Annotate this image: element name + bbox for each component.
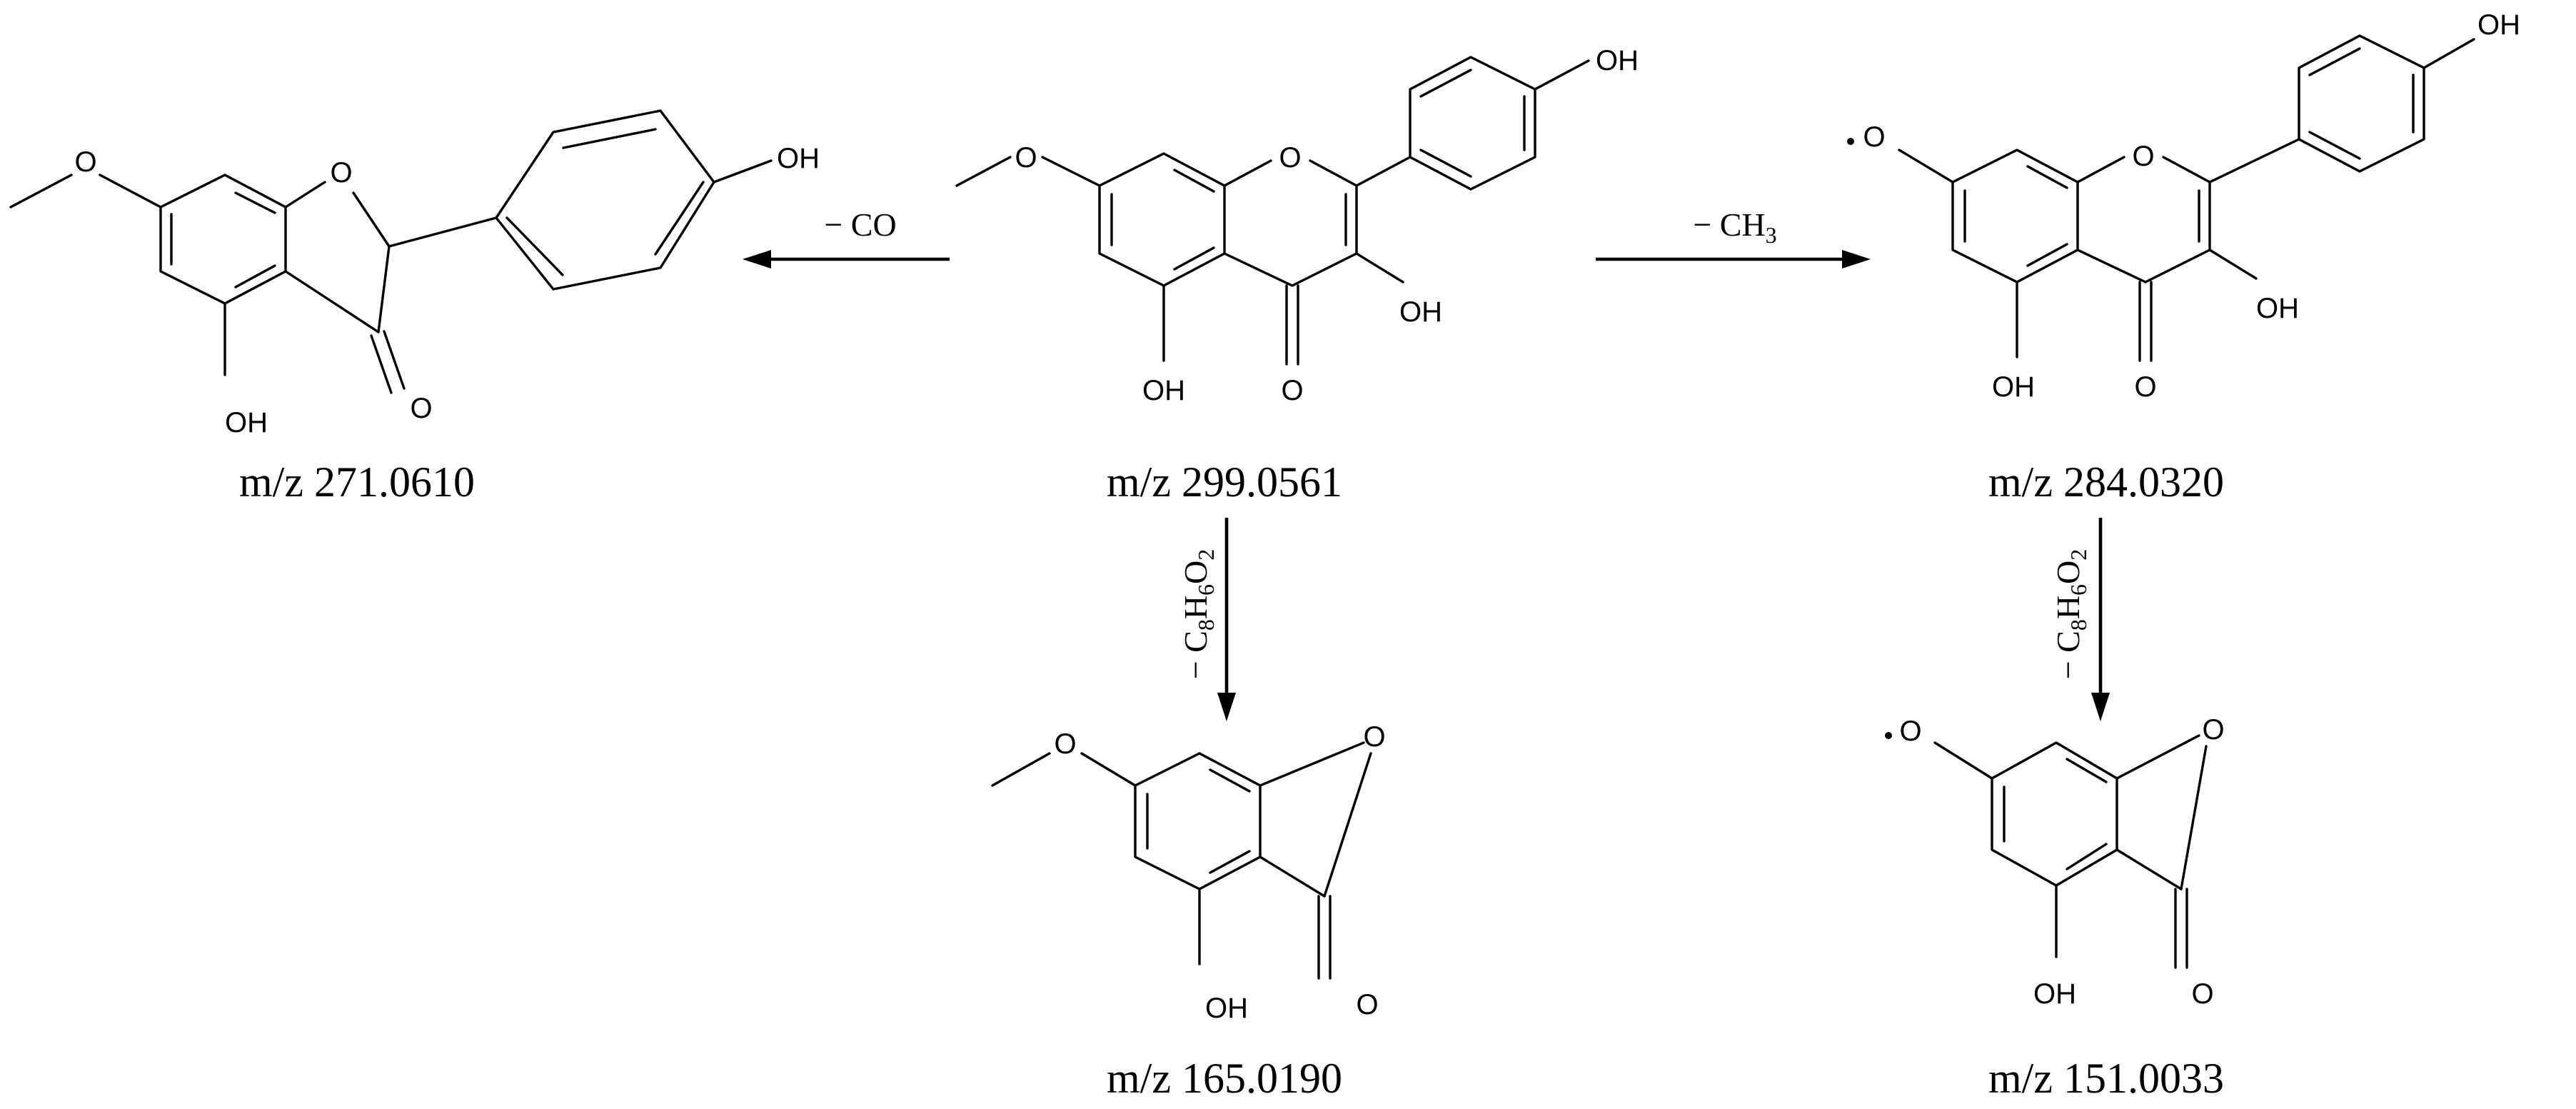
radical-dot	[1847, 138, 1854, 145]
atom-label: OH	[2256, 293, 2299, 324]
atom-label: O	[1054, 728, 1076, 760]
atom-label: O	[1015, 142, 1037, 174]
mz-label-parent-fragment: m/z 165.0190	[1107, 1055, 1342, 1102]
atom-label: OH	[1992, 371, 2035, 403]
atom-label: OH	[1142, 375, 1185, 406]
loss-label-c8h6o2-left: − C8H6O2	[1177, 549, 1219, 680]
parent-labels: O O O OH OH OH	[1015, 45, 1639, 406]
radical-fragment-labels: O O O OH	[1885, 714, 2225, 1010]
mz-label-radical-fragment: m/z 151.0033	[1988, 1055, 2224, 1102]
atom-label: OH	[2033, 978, 2076, 1010]
atom-label: O	[1356, 989, 1378, 1020]
parent-fragment-structure	[991, 741, 1372, 980]
mz-label-parent: m/z 299.0561	[1107, 458, 1342, 506]
arrow-loss-c8h6o2-right	[2091, 518, 2110, 721]
atom-label: O	[410, 393, 432, 424]
atom-label: O	[1899, 716, 1921, 747]
atom-label: O	[2191, 978, 2213, 1010]
radical-dot	[1885, 732, 1892, 739]
mz-label-loss-ch3: m/z 284.0320	[1988, 458, 2224, 506]
atom-label: O	[2132, 141, 2154, 172]
arrow-loss-co	[743, 250, 950, 269]
atom-label: OH	[1205, 993, 1248, 1024]
atom-label: OH	[1399, 296, 1442, 328]
mz-label-loss-co: m/z 271.0610	[239, 458, 475, 506]
atom-label: O	[2202, 714, 2224, 746]
atom-label: O	[330, 157, 352, 189]
atom-label: O	[1863, 121, 1885, 153]
parent-fragment-labels: O O O OH	[1054, 721, 1385, 1024]
atom-label: O	[1281, 375, 1303, 406]
atom-label: OH	[2477, 9, 2520, 41]
parent-structure	[955, 56, 1590, 366]
atom-label: OH	[225, 407, 268, 438]
atom-label: O	[2134, 371, 2156, 403]
radical-structure	[1898, 34, 2475, 362]
arrow-loss-ch3	[1596, 250, 1871, 269]
loss-label-ch3: − CH3	[1693, 206, 1776, 248]
loss-label-co: − CO	[824, 206, 896, 243]
atom-label: OH	[1596, 45, 1639, 76]
benzofuranone-labels: O O O OH OH	[74, 143, 820, 438]
loss-label-c8h6o2-right: − C8H6O2	[2050, 549, 2091, 680]
atom-label: OH	[777, 143, 820, 174]
radical-labels: O O O OH OH OH	[1847, 9, 2520, 403]
radical-fragment-structure	[1933, 734, 2208, 969]
benzofuranone-structure	[9, 109, 773, 394]
atom-label: O	[74, 146, 96, 178]
atom-label: O	[1363, 721, 1385, 753]
arrow-loss-c8h6o2-left	[1217, 518, 1236, 721]
atom-label: O	[1279, 142, 1301, 174]
